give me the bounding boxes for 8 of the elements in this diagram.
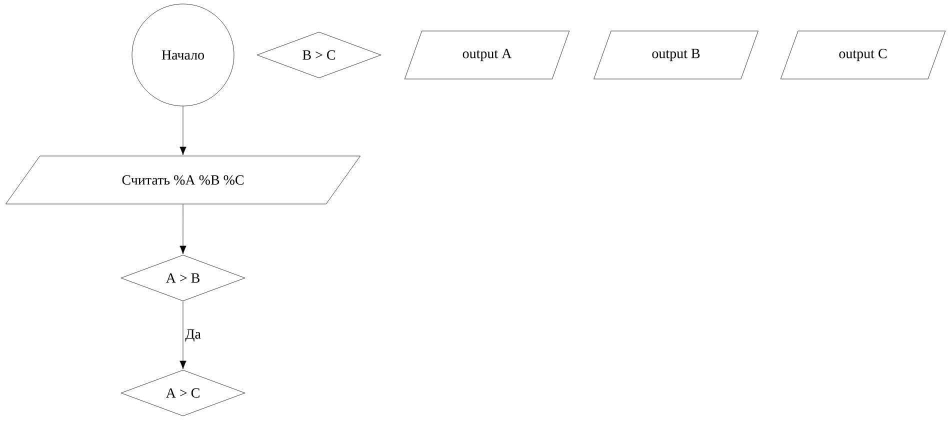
io-parallelogram: output B <box>594 30 758 80</box>
arrow <box>180 301 186 370</box>
io-parallelogram: output C <box>780 30 946 80</box>
arrow <box>180 204 186 254</box>
io-parallelogram: Считать %A %B %C <box>6 156 360 204</box>
arrow <box>180 106 186 156</box>
io-parallelogram: output A <box>404 30 570 80</box>
edge-label: Да <box>184 328 202 343</box>
